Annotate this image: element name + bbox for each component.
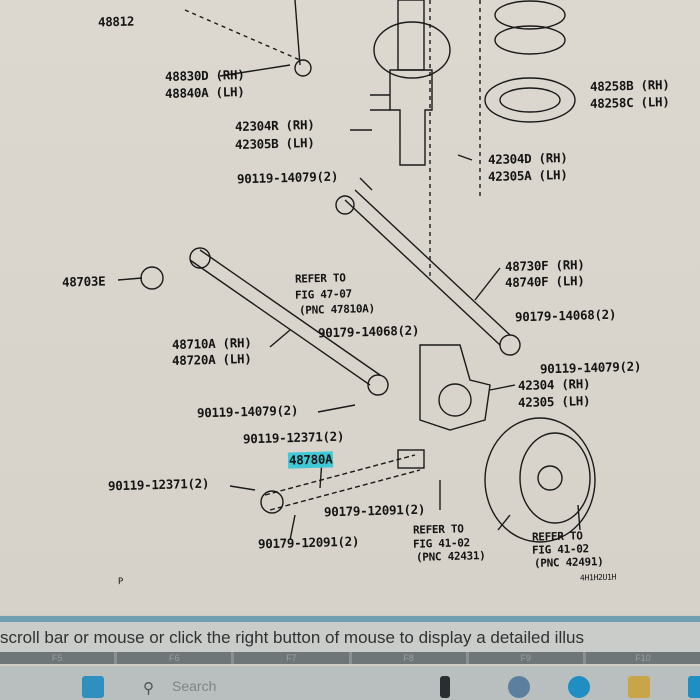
knuckle [419, 344, 491, 431]
part-label[interactable]: 90119-12371(2) [107, 475, 210, 494]
status-text: scroll bar or mouse or click the right b… [0, 628, 584, 647]
part-label[interactable]: 90119-14079(2) [539, 358, 642, 377]
spring-seat [373, 21, 451, 79]
page-marker: P [117, 576, 124, 588]
part-label[interactable]: 90119-14079(2) [196, 402, 299, 421]
taskbar: ⚲ Search [0, 666, 700, 700]
refer-text: (PNC 42491) [533, 555, 604, 570]
parts-diagram[interactable]: 48812 48830D (RH) 48840A (LH) 48258B (RH… [0, 0, 700, 615]
suspension-illustration [117, 0, 596, 543]
fkey-f10[interactable]: F10 [585, 652, 700, 664]
diagram-code: 4H1H2U1H [579, 572, 617, 583]
meet-icon[interactable] [508, 676, 530, 698]
bushing [140, 266, 164, 290]
part-label[interactable]: 42305B (LH) [234, 134, 315, 153]
part-label[interactable]: 48830D (RH) [164, 66, 245, 85]
part-label[interactable]: 42304D (RH) [487, 149, 568, 168]
part-label[interactable]: 90179-14068(2) [514, 306, 617, 325]
fkey-f5[interactable]: F5 [0, 652, 115, 664]
part-label[interactable]: 48840A (LH) [164, 83, 245, 102]
part-label[interactable]: 42305 (LH) [517, 393, 591, 410]
fkey-f9[interactable]: F9 [468, 652, 583, 664]
refer-text: (PNC 42431) [415, 549, 486, 564]
part-label-selected[interactable]: 48780A [287, 451, 334, 469]
status-bar: scroll bar or mouse or click the right b… [0, 616, 700, 656]
refer-text: (PNC 47810A) [298, 302, 376, 317]
refer-link[interactable]: FIG 47-07 [294, 287, 353, 302]
part-label[interactable]: 90179-12091(2) [323, 501, 426, 520]
file-explorer-icon[interactable] [628, 676, 650, 698]
part-label[interactable]: 48258C (LH) [589, 93, 670, 112]
edge-icon[interactable] [568, 676, 590, 698]
function-key-bar: F5 F6 F7 F8 F9 F10 [0, 652, 700, 664]
part-label[interactable]: 42304 (RH) [517, 376, 591, 393]
part-label[interactable]: 90179-12091(2) [257, 533, 360, 552]
part-label[interactable]: 42304R (RH) [234, 116, 315, 135]
taskbar-search[interactable]: Search [172, 678, 217, 694]
fkey-f6[interactable]: F6 [117, 652, 232, 664]
strut-body [389, 69, 433, 166]
spring-insulator [484, 77, 576, 123]
part-label[interactable]: 48812 [97, 13, 135, 30]
brake-disc [484, 417, 596, 543]
part-label[interactable]: 90119-12371(2) [242, 428, 345, 447]
search-icon[interactable]: ⚲ [143, 679, 154, 697]
refer-text: REFER TO [294, 271, 346, 286]
store-icon[interactable] [688, 676, 700, 698]
part-label[interactable]: 48703E [61, 273, 106, 290]
part-label[interactable]: 48258B (RH) [589, 76, 670, 95]
task-view-icon[interactable] [440, 676, 450, 698]
part-label[interactable]: 90119-14079(2) [236, 168, 339, 187]
part-label[interactable]: 42305A (LH) [487, 166, 568, 185]
strut-rod [397, 0, 425, 71]
part-label[interactable]: 90179-14068(2) [317, 322, 420, 341]
fkey-f7[interactable]: F7 [234, 652, 349, 664]
windows-start-icon[interactable] [82, 676, 104, 698]
part-label[interactable]: 48740F (LH) [504, 272, 585, 291]
refer-text: REFER TO [412, 522, 464, 537]
part-label[interactable]: 48720A (LH) [171, 350, 252, 369]
fkey-f8[interactable]: F8 [351, 652, 466, 664]
